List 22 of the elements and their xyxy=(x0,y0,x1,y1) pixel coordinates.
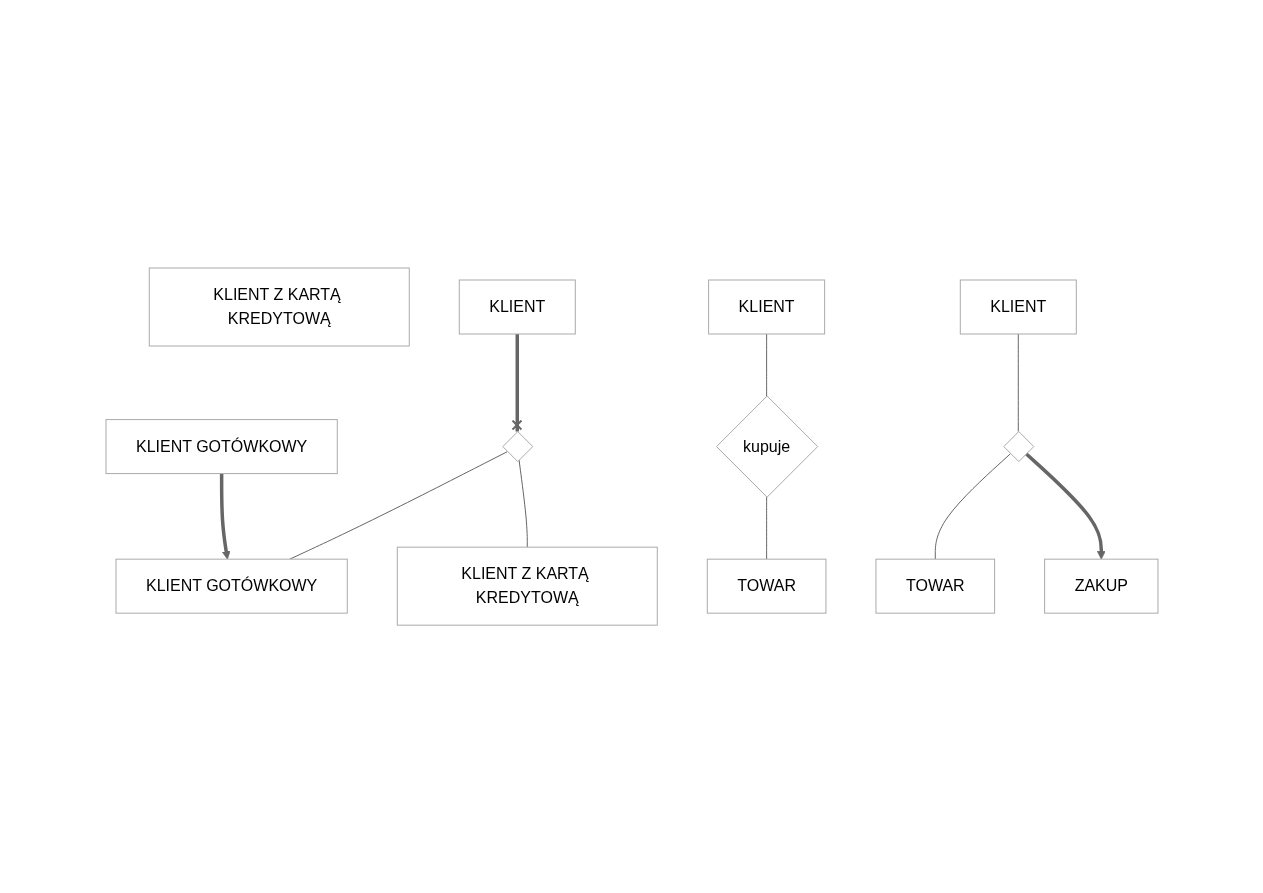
node-box: ZAKUP xyxy=(1043,558,1158,614)
connector xyxy=(511,333,522,432)
node-box: TOWAR xyxy=(874,558,995,614)
node-box: KLIENT xyxy=(458,279,576,335)
node-box: TOWAR xyxy=(706,558,826,614)
node-diamond xyxy=(1002,431,1034,462)
node-box: KLIENT GOTÓWKOWY xyxy=(115,558,348,614)
node-box: KLIENT Z KARTĄ KREDYTOWĄ xyxy=(148,267,410,347)
node-box: KLIENT GOTÓWKOWY xyxy=(105,419,338,474)
node-box: KLIENT Z KARTĄ KREDYTOWĄ xyxy=(396,546,658,626)
connector xyxy=(765,496,767,560)
connector xyxy=(765,333,767,397)
arrow xyxy=(219,473,231,560)
connector xyxy=(288,451,508,560)
arrow xyxy=(1024,452,1106,560)
connector xyxy=(934,453,1011,560)
connector xyxy=(1017,333,1019,432)
connector xyxy=(518,459,528,548)
node-box: KLIENT xyxy=(959,279,1077,335)
node-diamond: kupuje xyxy=(715,395,818,498)
node-diamond xyxy=(501,431,533,462)
node-box: KLIENT xyxy=(707,279,825,335)
